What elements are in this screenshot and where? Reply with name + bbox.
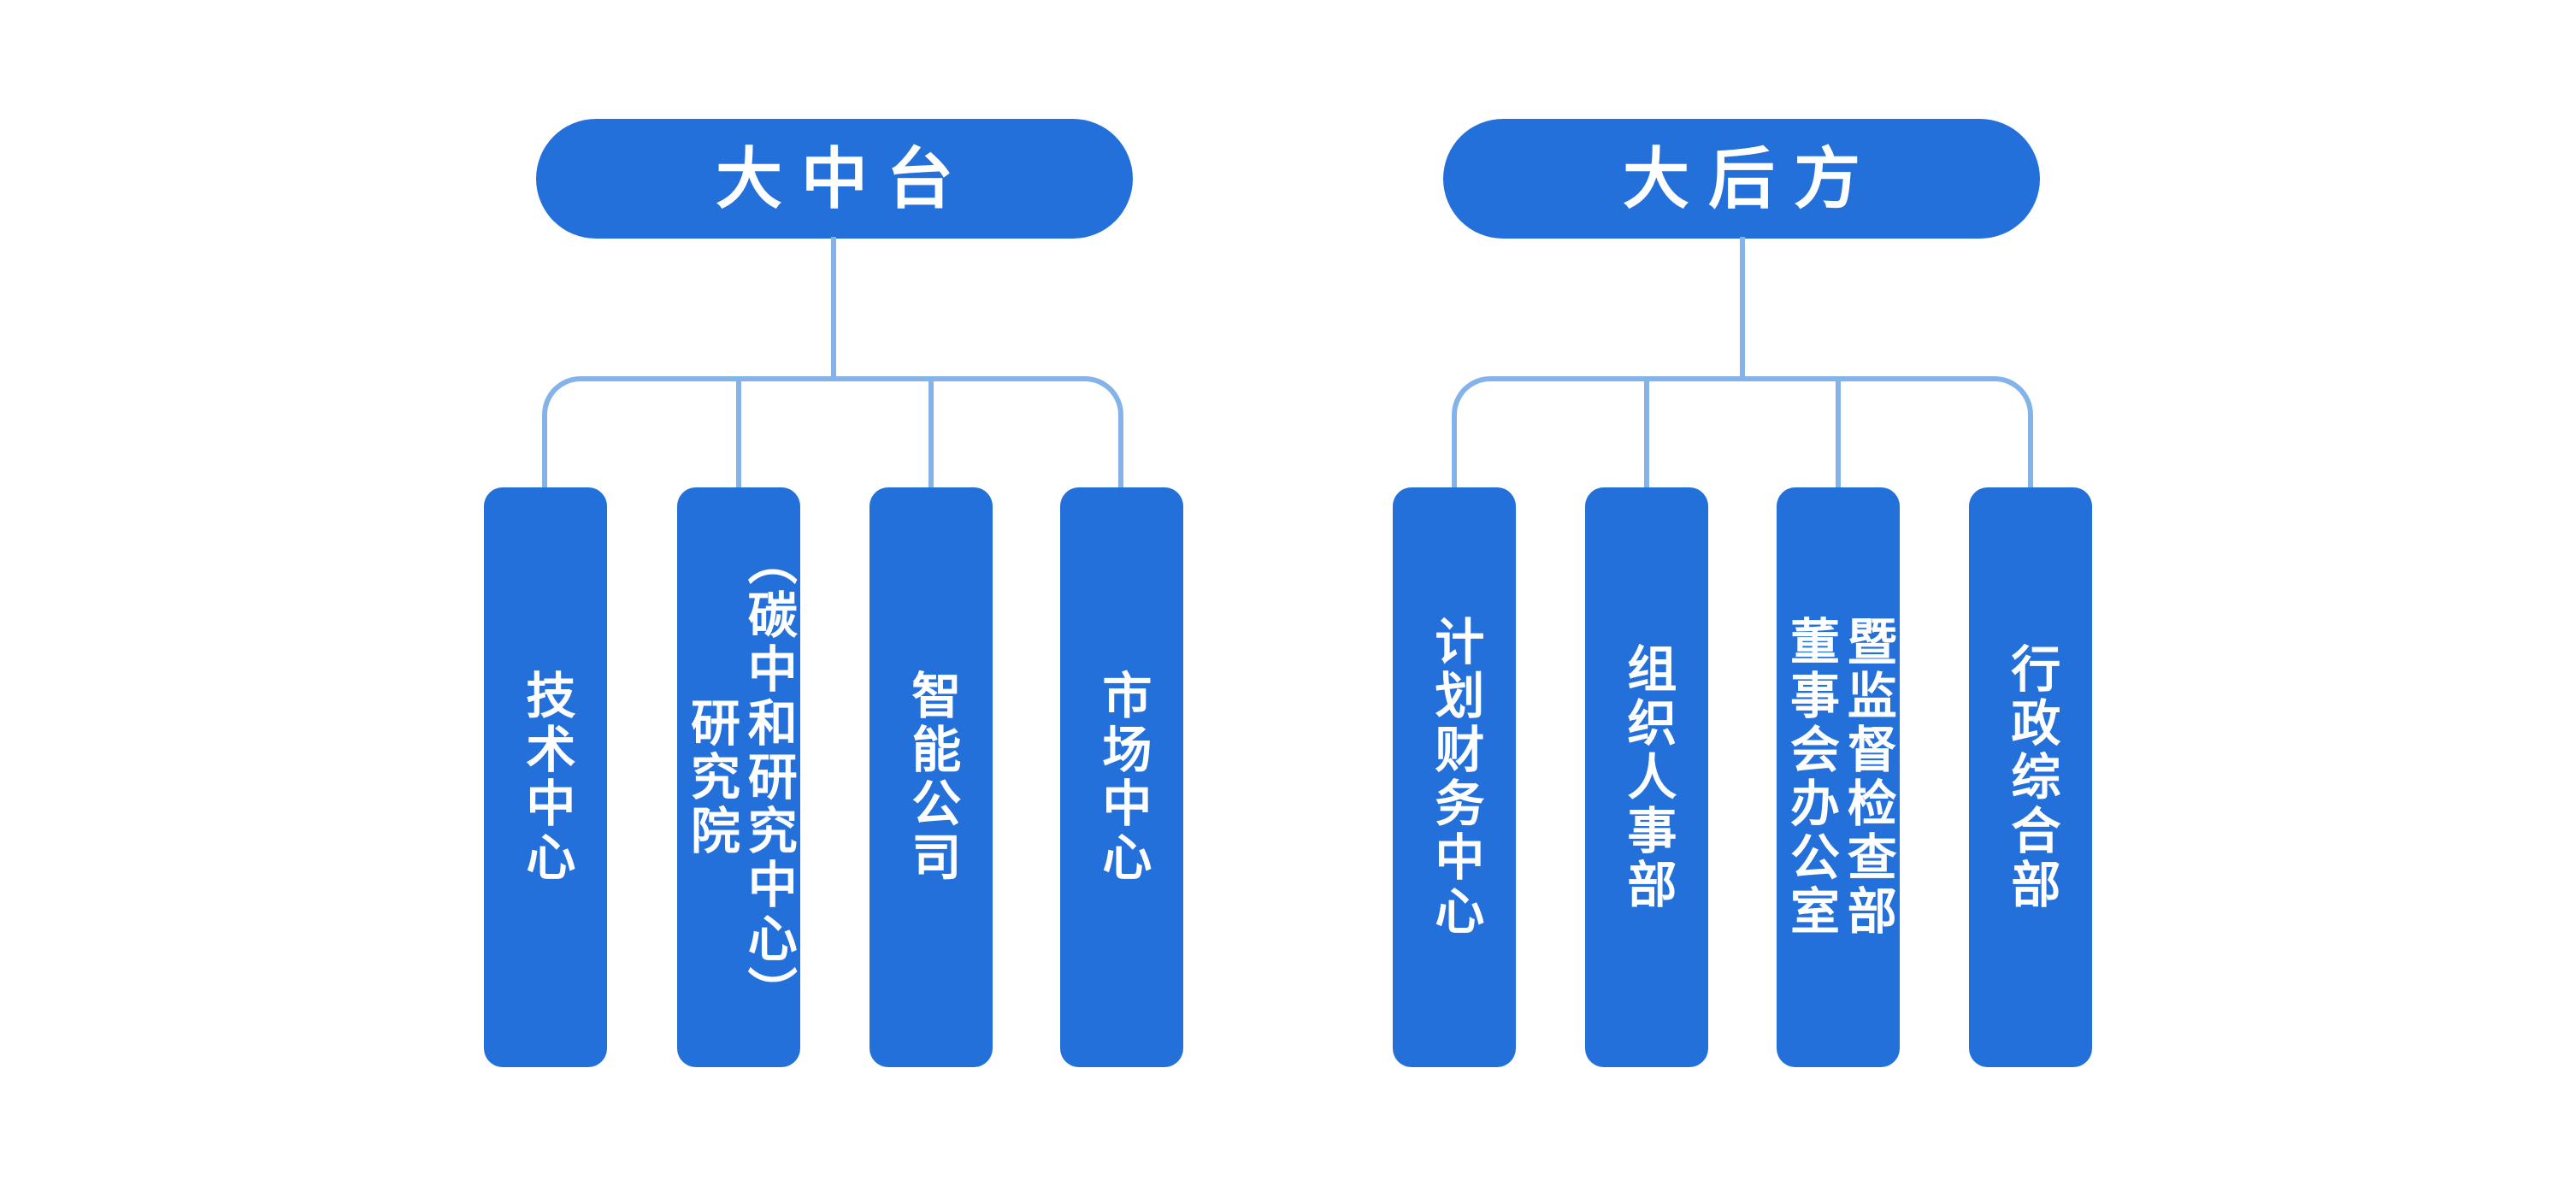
child-node-label: 技术中心 [518,670,575,885]
root-node-label: 大后方 [1622,141,1879,216]
child-node: 行政综合部 [1969,487,2092,1067]
connector-child-drop [1644,376,1649,487]
child-node-label: 董事会办公室 暨监督检查部 [1783,616,1895,939]
child-node-label: 计划财务中心 [1427,616,1483,939]
child-node-label: 研究院 （碳中和研究中心） [683,534,796,1020]
child-node: 组织人事部 [1585,487,1708,1067]
connector-bus [1452,376,2033,487]
child-node: 市场中心 [1060,487,1183,1067]
connector-child-drop [736,376,741,487]
root-node: 大中台 [536,119,1133,239]
connector-root-drop [1740,237,1745,381]
connector-root-drop [831,237,836,381]
root-node-label: 大中台 [715,141,972,216]
child-node: 技术中心 [484,487,607,1067]
child-node: 董事会办公室 暨监督检查部 [1777,487,1900,1067]
child-node-label: 市场中心 [1094,670,1151,885]
connector-bus [542,376,1123,487]
child-node: 研究院 （碳中和研究中心） [677,487,800,1067]
root-node: 大后方 [1443,119,2040,239]
child-node-label: 组织人事部 [1619,642,1676,912]
child-node: 计划财务中心 [1393,487,1516,1067]
child-node: 智能公司 [869,487,993,1067]
connector-child-drop [1836,376,1841,487]
child-node-label: 行政综合部 [2003,642,2060,912]
connector-child-drop [928,376,934,487]
child-node-label: 智能公司 [904,670,960,885]
